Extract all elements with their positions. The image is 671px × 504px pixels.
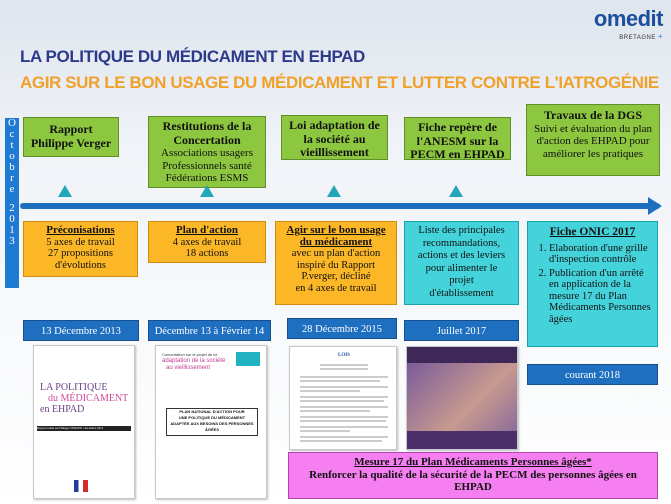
document-thumbnail-rapport: LA POLITIQUE du MÉDICAMENT en EHPAD Rapp…	[33, 345, 135, 499]
onic-item: Elaboration d'une grille d'inspection co…	[549, 243, 652, 266]
photo-elderly-people	[407, 363, 517, 431]
date-bar-5: courant 2018	[527, 364, 658, 385]
onic-item: Publication d'un arrêté en application d…	[549, 268, 652, 326]
orange-box-preconisations: Préconisations 5 axes de travail 27 prop…	[23, 221, 138, 277]
cyan-box-liste-recommandations: Liste des principales recommandations, a…	[404, 221, 519, 305]
document-thumbnail-plan-national: Concertation sur le projet de loi adapta…	[155, 345, 267, 499]
logo-plus-icon: +	[657, 32, 663, 41]
date-bar-3: 28 Décembre 2015	[287, 318, 397, 339]
green-box-rapport-verger: Rapport Philippe Verger	[23, 117, 119, 157]
cyan-box-fiche-onic: Fiche ONIC 2017 Elaboration d'une grille…	[527, 221, 658, 347]
doc3-text-lines	[300, 364, 388, 442]
logo-wordmark: omedit	[593, 6, 664, 31]
timeline-marker-2	[200, 185, 214, 197]
omedit-logo: omedit BRETAGNE+	[593, 6, 664, 41]
timeline-line	[20, 203, 660, 209]
orange-box-agir: Agir sur le bon usage du médicament avec…	[275, 221, 397, 305]
esms-logo-icon	[236, 352, 260, 366]
slide-subtitle: AGIR SUR LE BON USAGE DU MÉDICAMENT ET L…	[20, 73, 659, 92]
onic-list: Elaboration d'une grille d'inspection co…	[533, 243, 652, 326]
document-thumbnail-anesm	[406, 346, 518, 450]
orange-box-plan-action: Plan d'action 4 axes de travail 18 actio…	[148, 221, 266, 263]
green-box-fiche-anesm: Fiche repère de l'ANESM sur la PECM en E…	[404, 117, 511, 160]
timeline-marker-3	[327, 185, 341, 197]
green-box-travaux-dgs: Travaux de la DGS Suivi et évaluation du…	[526, 104, 660, 176]
vertical-date-label: O c t o b r e 2 0 1 3	[5, 118, 19, 288]
slide-title: LA POLITIQUE DU MÉDICAMENT EN EHPAD	[20, 47, 365, 66]
timeline-arrow-icon	[648, 197, 662, 215]
timeline-marker-4	[449, 185, 463, 197]
green-box-loi-adaptation: Loi adaptation de la société au vieillis…	[281, 115, 388, 160]
date-bar-2: Décembre 13 à Février 14	[148, 320, 271, 341]
french-republic-logo-icon	[74, 480, 88, 492]
timeline-marker-1	[58, 185, 72, 197]
pink-box-mesure-17: Mesure 17 du Plan Médicaments Personnes …	[288, 452, 658, 499]
date-bar-1: 13 Décembre 2013	[23, 320, 139, 341]
green-box-restitutions: Restitutions de la Concertation Associat…	[148, 116, 266, 188]
date-bar-4: Juillet 2017	[404, 320, 519, 341]
doc2-title-box: PLAN NATIONAL D'ACTION POUR UNE POLITIQU…	[166, 408, 258, 436]
logo-subtitle: BRETAGNE+	[619, 32, 663, 41]
document-thumbnail-loi: LOIS	[289, 346, 397, 450]
doc1-footer-band: Rapport remis par Philippe VERGER • déce…	[37, 426, 131, 431]
